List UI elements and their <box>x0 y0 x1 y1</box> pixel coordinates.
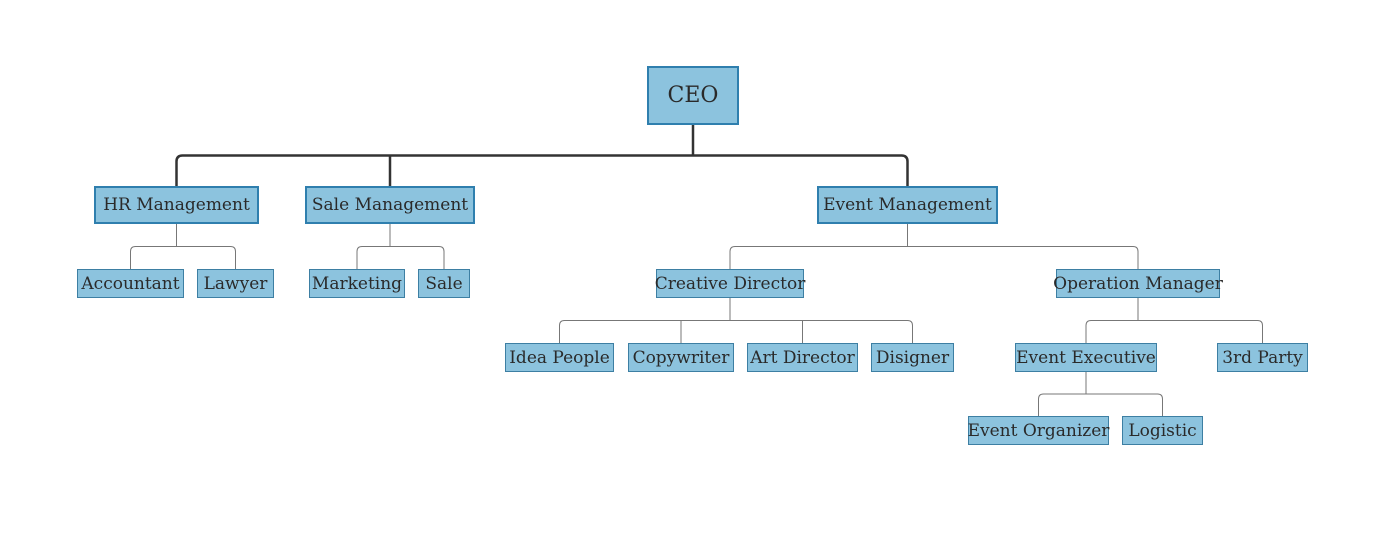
node-event-management: Event Management <box>817 186 998 224</box>
connector-bar-sale_mgmt <box>356 246 445 269</box>
node-sale-management: Sale Management <box>305 186 475 224</box>
node-creative-director: Creative Director <box>655 269 805 298</box>
node-art-director: Art Director <box>747 343 858 372</box>
node-3rd-party: 3rd Party <box>1217 343 1308 372</box>
node-idea-people: Idea People <box>505 343 614 372</box>
connector-bar-creative_director <box>559 320 913 343</box>
node-lawyer: Lawyer <box>197 269 274 298</box>
node-marketing: Marketing <box>309 269 405 298</box>
connector-bar-event_mgmt <box>729 246 1139 269</box>
node-ceo: CEO <box>647 66 739 125</box>
node-hr-management: HR Management <box>94 186 259 224</box>
node-sale: Sale <box>418 269 470 298</box>
node-operation-manager: Operation Manager <box>1053 269 1223 298</box>
connector-bar-hr <box>130 246 236 269</box>
node-copywriter: Copywriter <box>628 343 734 372</box>
node-logistic: Logistic <box>1122 416 1203 445</box>
connector-bar-event_executive <box>1038 393 1163 416</box>
node-event-organizer: Event Organizer <box>968 416 1109 445</box>
connector-bar-operation_manager <box>1085 320 1263 343</box>
node-accountant: Accountant <box>77 269 184 298</box>
connector-bar-ceo <box>175 154 909 186</box>
node-disigner: Disigner <box>871 343 954 372</box>
node-event-executive: Event Executive <box>1015 343 1157 372</box>
